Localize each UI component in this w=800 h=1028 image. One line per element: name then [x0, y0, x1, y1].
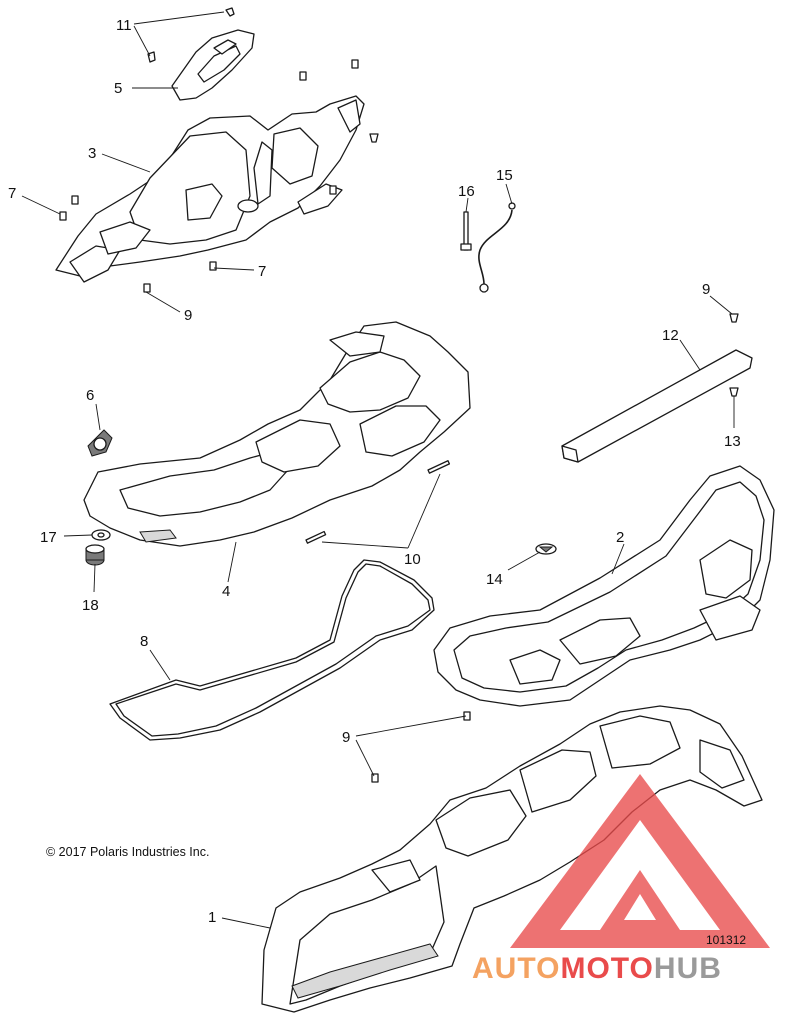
watermark-auto: AUTO: [472, 952, 560, 985]
callout-12: 12: [662, 327, 679, 344]
callout-3: 3: [88, 145, 96, 162]
watermark-hub: HUB: [654, 952, 722, 985]
callout-13: 13: [724, 433, 741, 450]
callout-9-right: 9: [702, 281, 710, 298]
part-8-gasket: [109, 559, 435, 741]
callout-numbers: 11 5 3 7 7 9 16 15 9 12 13 6 17 18 4 10 …: [8, 17, 741, 926]
callout-6: 6: [86, 387, 94, 404]
callout-17: 17: [40, 529, 57, 546]
callout-7-bottom: 7: [258, 263, 266, 280]
callout-18: 18: [82, 597, 99, 614]
callout-10: 10: [404, 551, 421, 568]
callout-16: 16: [458, 183, 475, 200]
callout-4: 4: [222, 583, 230, 600]
callout-5: 5: [114, 80, 122, 97]
callout-11: 11: [116, 17, 132, 34]
part-10-pins: [305, 460, 451, 544]
fasteners: [59, 7, 739, 783]
part-18-grommet: [85, 544, 105, 566]
watermark-inner-triangle-icon: [600, 870, 680, 930]
callout-9-top: 9: [184, 307, 192, 324]
part-3-upper-cover: [55, 95, 365, 283]
part-4-floor-panel: [83, 321, 471, 547]
leader-lines: [21, 11, 735, 929]
part-16-pin: [460, 211, 472, 251]
watermark-text: AUTOMOTOHUB: [472, 952, 722, 985]
part-5-bracket: [171, 29, 255, 101]
callout-9-lower: 9: [342, 729, 350, 746]
figure-id: 101312: [706, 933, 746, 947]
part-12-strap: [561, 349, 753, 463]
callout-7-left: 7: [8, 185, 16, 202]
callout-14: 14: [486, 571, 503, 588]
callout-1: 1: [208, 909, 216, 926]
copyright-text: © 2017 Polaris Industries Inc.: [46, 845, 209, 859]
part-6-clip: [87, 429, 113, 457]
watermark-triangle-icon: [510, 774, 770, 948]
callout-8: 8: [140, 633, 148, 650]
watermark-moto: MOTO: [560, 952, 653, 985]
watermark-logo: [510, 774, 770, 948]
part-2-storage-tray: [433, 465, 775, 707]
part-14-plug: [535, 543, 557, 555]
part-17-washer: [91, 529, 111, 541]
callout-15: 15: [496, 167, 513, 184]
callout-2: 2: [616, 529, 624, 546]
part-15-cable: [478, 202, 516, 293]
